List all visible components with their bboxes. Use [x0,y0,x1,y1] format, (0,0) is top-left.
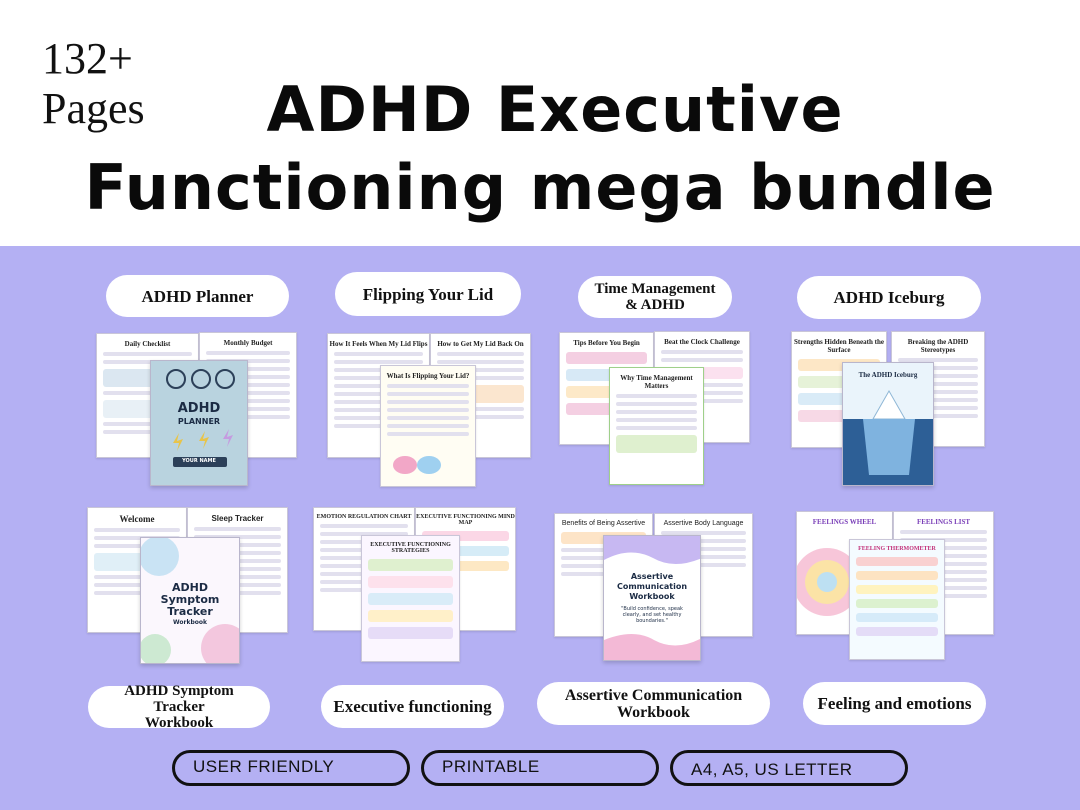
cover-title-2: Communication [616,582,688,591]
cover-subtitle: Workbook [172,619,207,626]
feature-tag-printable: PRINTABLE [421,750,659,786]
feature-tag-paper-sizes: A4, A5, US LETTER [670,750,908,786]
cover-tagline: "Build confidence, speak clearly, and se… [621,606,683,624]
page-count-label: 132+ Pages [42,34,145,134]
cover-title-1: Assertive [630,572,674,581]
cover-title: The ADHD Iceburg [858,371,918,379]
product-label-flipping-your-lid: Flipping Your Lid [335,272,521,316]
feature-tag-user-friendly: USER FRIENDLY [172,750,410,786]
cover-title-3: Workbook [629,592,675,601]
header-area: 132+ Pages ADHD Executive Functioning me… [0,0,1080,246]
preview-page-feeling-thermometer: FEELING THERMOMETER [849,539,945,660]
page-count-word: Pages [42,84,145,133]
product-label-executive-functioning: Executive functioning [321,685,504,728]
cover-assertive-communication: Assertive Communication Workbook "Build … [603,535,701,661]
product-label-adhd-iceburg: ADHD Iceburg [797,276,981,319]
cover-symptom-tracker: ADHD Symptom Tracker Workbook [140,537,240,664]
product-label-time-management: Time Management & ADHD [578,276,732,318]
cover-title-1: ADHD [172,581,208,594]
cover-title-2: Symptom [160,593,220,606]
product-label-feeling-emotions: Feeling and emotions [803,682,986,725]
product-label-adhd-planner: ADHD Planner [106,275,289,317]
preview-page-ef-strategies: EXECUTIVE FUNCTIONING STRATEGIES [361,535,460,662]
page-count-number: 132+ [42,34,133,83]
preview-page-why-time-matters: Why Time Management Matters [609,367,704,485]
cover-adhd-iceburg: The ADHD Iceburg [842,362,934,486]
cover-title: ADHD [177,401,221,416]
cover-title-3: Tracker [167,605,213,618]
cover-name-field: YOUR NAME [182,458,216,464]
preview-page-what-is-flipping: What Is Flipping Your Lid? [380,365,476,487]
cover-subtitle: PLANNER [177,417,221,426]
product-label-assertive-communication: Assertive Communication Workbook [537,682,770,725]
main-title-line2: Functioning mega bundle [84,151,996,224]
product-label-symptom-tracker: ADHD Symptom Tracker Workbook [88,683,270,731]
main-title-line1: ADHD Executive [266,73,844,146]
cover-adhd-planner: ADHD PLANNER YOUR NAME [150,360,248,486]
preview-page-feelings-wheel: FEELINGS WHEEL [796,511,893,635]
